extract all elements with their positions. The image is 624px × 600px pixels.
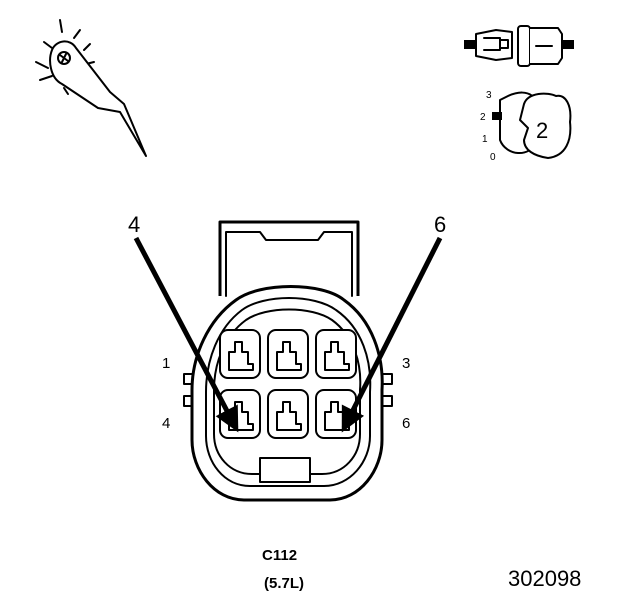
scale-0: 0 (490, 152, 496, 163)
terminal-cavity-3 (315, 329, 357, 379)
figure-number: 302098 (508, 566, 581, 591)
connector-pair-icon (464, 25, 574, 67)
position-value: 2 (536, 118, 548, 143)
callout-left: 4 (128, 212, 140, 237)
engine-spec: (5.7L) (264, 575, 304, 592)
scale-3: 3 (486, 90, 492, 101)
arrow-pin-6 (341, 236, 443, 433)
terminal-cavity-5 (267, 389, 309, 439)
test-probe-icon (35, 19, 147, 157)
pin-label-4: 4 (162, 415, 170, 432)
pin-label-1: 1 (162, 355, 170, 372)
connector-id: C112 (262, 547, 297, 564)
terminal-cavity-1 (219, 329, 261, 379)
position-knob-icon: 3 2 1 0 2 (480, 90, 572, 163)
arrow-pin-4 (133, 236, 239, 433)
scale-2: 2 (480, 112, 486, 123)
callout-right: 6 (434, 212, 446, 237)
pin-label-3: 3 (402, 355, 410, 372)
scale-1: 1 (482, 134, 488, 145)
pin-label-6: 6 (402, 415, 410, 432)
terminal-cavity-2 (267, 329, 309, 379)
